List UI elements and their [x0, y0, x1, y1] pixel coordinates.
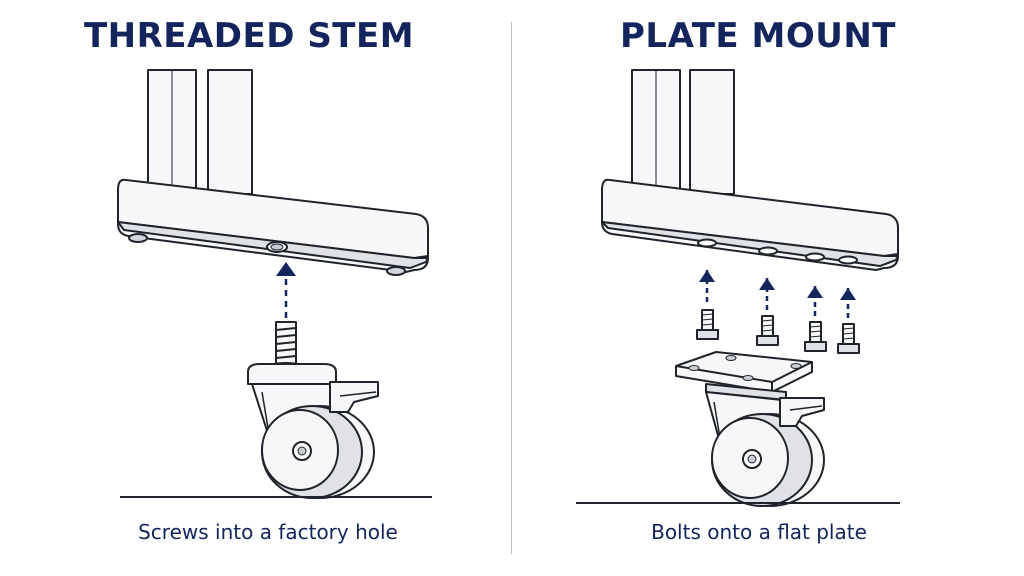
panel-title: PLATE MOUNT [619, 16, 896, 56]
right-arrow-up-icon-2 [759, 278, 775, 310]
panel-title: THREADED STEM [83, 16, 415, 56]
panel-caption: Bolts onto a flat plate [651, 520, 867, 544]
threaded-stem-caster-icon [247, 321, 379, 499]
right-table-leg-icon [601, 69, 899, 271]
panel-divider [511, 22, 512, 554]
plate-mount-caster-icon [675, 351, 825, 507]
plate-mount-panel: PLATE MOUNT Bolts onto a flat plate [512, 0, 1024, 576]
panel-caption: Screws into a factory hole [138, 520, 398, 544]
left-table-leg-icon [117, 69, 429, 276]
right-arrow-up-icon-1 [699, 270, 715, 302]
threaded-stem-panel: THREADED STEM Screws into a factory hole [83, 16, 415, 544]
left-arrow-up-icon [276, 262, 296, 318]
right-arrow-up-icon-3 [807, 286, 823, 316]
right-arrow-up-icon-4 [840, 288, 856, 318]
bolt-icon [696, 309, 860, 354]
